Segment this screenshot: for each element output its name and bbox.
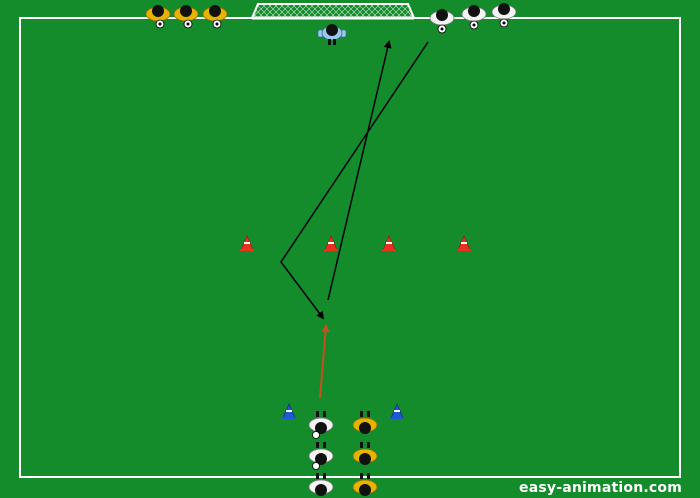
cones	[240, 234, 471, 419]
player-white	[308, 473, 334, 496]
player-white	[491, 3, 517, 28]
cone-red-2	[324, 234, 338, 251]
run-arrow	[319, 324, 330, 399]
player-white	[308, 411, 334, 439]
player-yellow	[173, 5, 199, 29]
shot-arrow	[327, 40, 392, 301]
cone-blue-1	[282, 402, 296, 419]
player-white	[429, 9, 455, 34]
pass-arrow-1	[280, 41, 429, 320]
player-white	[308, 442, 334, 470]
player-yellow	[352, 473, 378, 496]
players-bottom-white	[308, 411, 334, 496]
player-white	[461, 5, 487, 30]
cone-red-3	[382, 234, 396, 251]
cone-blue-2	[390, 402, 404, 419]
player-yellow	[145, 5, 171, 29]
goal	[251, 3, 415, 20]
player-yellow	[202, 5, 228, 29]
cone-red-4	[457, 234, 471, 251]
cone-red-1	[240, 234, 254, 251]
pass-arrows	[280, 40, 429, 399]
players-top-white	[429, 3, 517, 34]
players-top-yellow	[145, 5, 228, 29]
player-yellow	[352, 442, 378, 465]
players-bottom-yellow	[352, 411, 378, 496]
player-yellow	[352, 411, 378, 434]
goalkeeper	[317, 24, 347, 45]
watermark: easy-animation.com	[519, 480, 682, 496]
